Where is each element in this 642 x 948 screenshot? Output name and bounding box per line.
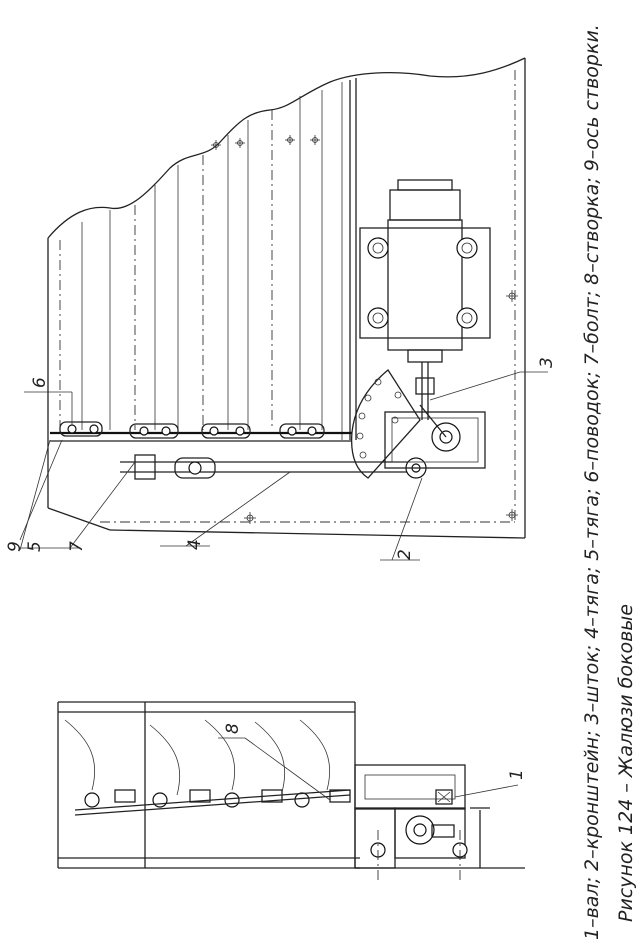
tie-rod: [120, 454, 427, 480]
sector-plate: [350, 369, 421, 479]
callout-6: 6: [30, 377, 50, 388]
callout-1: 1: [507, 769, 527, 780]
shaft-assembly: [354, 764, 525, 880]
slat-levers: [59, 421, 325, 439]
leader-lines-upper: [19, 371, 548, 561]
callout-9: 9: [5, 541, 25, 552]
callout-2: 2: [395, 549, 415, 560]
slat-marks: [211, 135, 320, 150]
louvre-blades: [64, 719, 351, 816]
callout-5: 5: [25, 541, 45, 552]
callout-4: 4: [185, 539, 205, 550]
figure-legend: 1–вал; 2–кронштейн; 3–шток; 4–тяга; 5–тя…: [581, 24, 603, 940]
actuator: [359, 179, 491, 420]
bracket: [384, 404, 486, 469]
frame-bottom-left: [47, 507, 111, 531]
callout-8: 8: [223, 723, 243, 734]
louvre-slats: [59, 78, 357, 440]
breakout-edge: [47, 57, 526, 239]
callout-7: 7: [67, 541, 87, 552]
figure-caption: Рисунок 124 – Жалюзи боковые: [615, 604, 637, 922]
callout-3: 3: [537, 357, 557, 368]
frame-bottom: [109, 529, 526, 539]
lower-view: [57, 701, 525, 880]
callout-labels: 6 3 9 5 7 4 2 8 1: [5, 357, 557, 780]
upper-view: [19, 57, 548, 561]
leader-lines-lower: [218, 737, 519, 801]
centre-marks: [244, 290, 518, 524]
